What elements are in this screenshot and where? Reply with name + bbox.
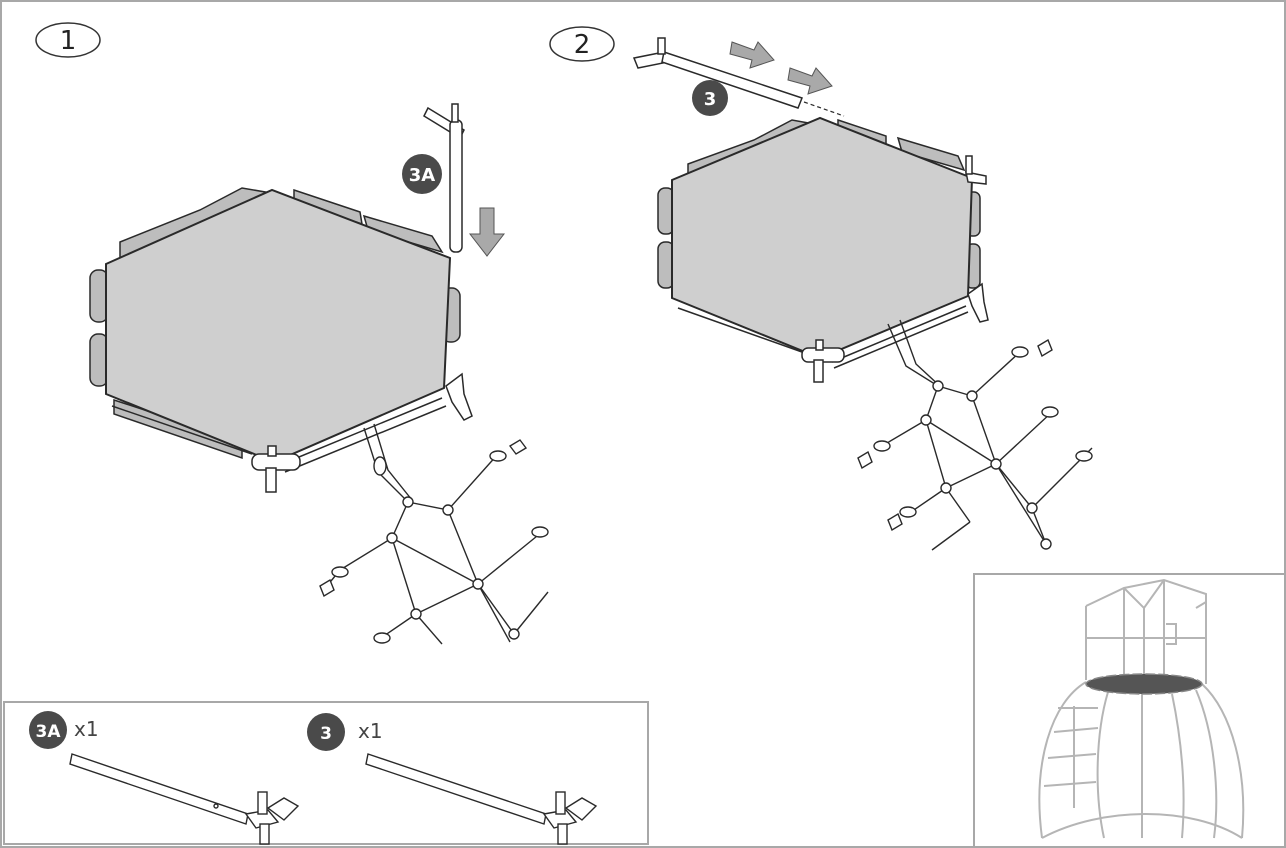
step-1-frame-tubes — [111, 397, 447, 473]
part-3a-badge: 3A — [36, 722, 62, 742]
step-1-trampoline-mat — [105, 188, 452, 464]
overview-trampoline-mat — [1085, 673, 1203, 695]
part-3a: 3A x1 — [29, 711, 300, 845]
step-1-part-badge-label: 3A — [409, 165, 436, 186]
overview-dome-structure — [1038, 578, 1245, 839]
part-3-badge: 3 — [320, 724, 332, 744]
step-2-part-badge: 3 — [692, 80, 728, 116]
step-2-net-knots — [857, 338, 1093, 550]
step-1-label: 1 — [60, 26, 77, 56]
step-1-tube-3a — [423, 103, 465, 253]
step-1-part-badge: 3A — [402, 154, 442, 194]
step-1-climbing-net — [321, 423, 549, 645]
step-2-panel: 2 — [549, 26, 1093, 551]
step-2-label: 2 — [574, 30, 591, 60]
step-2-number: 2 — [549, 26, 615, 62]
step-2-part-badge-label: 3 — [704, 89, 717, 110]
step-2-tube-3 — [632, 37, 803, 109]
step-1-number: 1 — [35, 22, 101, 58]
part-3a-quantity: x1 — [74, 717, 99, 741]
part-3: 3 x1 — [307, 713, 598, 845]
part-3-quantity: x1 — [358, 719, 383, 743]
step-2-connectors — [801, 155, 989, 383]
right-arrow-icon-2 — [787, 67, 833, 95]
step-2-insertion-guide — [803, 101, 845, 117]
step-1-connector-bottom — [251, 372, 473, 493]
step-2-frame-tubes — [677, 305, 969, 369]
step-1-panel: 1 — [35, 22, 549, 645]
down-arrow-icon — [468, 207, 506, 257]
step-1-net-knots — [319, 439, 549, 644]
right-arrow-icon — [729, 41, 775, 69]
overview-inset — [973, 573, 1284, 846]
parts-box: 3A x1 3 x1 — [3, 701, 649, 845]
